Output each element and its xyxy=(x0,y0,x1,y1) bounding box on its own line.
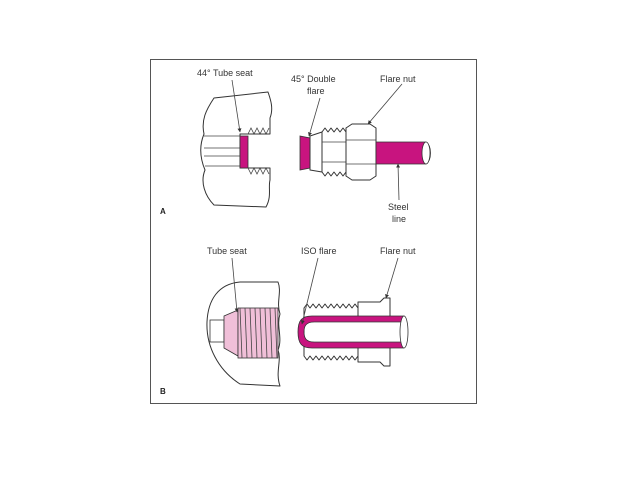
diagram-frame xyxy=(150,59,477,404)
panel-b-letter: B xyxy=(160,387,166,396)
panel-b-tube-seat xyxy=(223,309,239,357)
panel-a-tube-seat xyxy=(239,135,249,169)
panel-b: Tube seat ISO flare Flare nut B xyxy=(160,246,416,396)
panel-b-flare-nut xyxy=(357,297,391,367)
label-a-double-flare-1: 45° Double xyxy=(291,74,336,84)
label-b-tube-seat: Tube seat xyxy=(207,246,247,256)
panel-b-fitting-body xyxy=(206,281,281,387)
label-a-flare-nut: Flare nut xyxy=(380,74,416,84)
panel-a-fitting-body xyxy=(200,91,273,208)
panel-b-iso-flare xyxy=(297,315,405,349)
label-b-iso-flare: ISO flare xyxy=(301,246,337,256)
panel-a-letter: A xyxy=(160,207,166,216)
label-b-flare-nut: Flare nut xyxy=(380,246,416,256)
label-a-tube-seat: 44° Tube seat xyxy=(197,68,253,78)
panel-a: 44° Tube seat 45° Double flare Flare nut… xyxy=(160,68,431,224)
panel-a-double-flare xyxy=(299,135,311,171)
label-a-steel-line-1: Steel xyxy=(388,202,409,212)
label-a-double-flare-2: flare xyxy=(307,86,325,96)
label-a-steel-line-2: line xyxy=(392,214,406,224)
panel-a-flare-nut xyxy=(345,123,377,181)
